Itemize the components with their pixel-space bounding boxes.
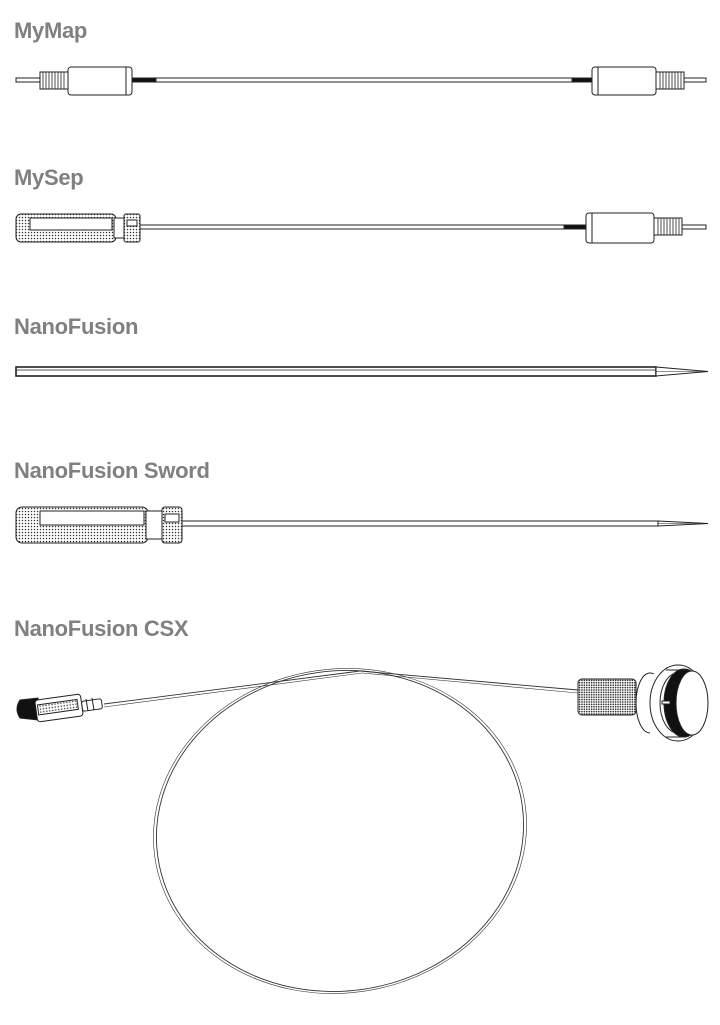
product-nanofusion: NanoFusion xyxy=(0,290,720,440)
mysep-column-illustration xyxy=(15,212,707,244)
product-title: NanoFusion CSX xyxy=(14,616,189,641)
nanofusion-emitter-illustration xyxy=(15,366,709,377)
product-mymap: MyMap xyxy=(0,0,720,140)
product-nanofusion-sword: NanoFusion Sword xyxy=(0,440,720,600)
nanofusion-csx-illustration xyxy=(16,664,709,994)
product-title: MySep xyxy=(14,165,84,190)
product-mysep: MySep xyxy=(0,140,720,290)
product-title: MyMap xyxy=(14,18,88,43)
product-nanofusion-csx: NanoFusion CSX xyxy=(0,600,720,1025)
product-title: NanoFusion Sword xyxy=(14,458,210,483)
product-title: NanoFusion xyxy=(14,314,139,339)
mymap-column-illustration xyxy=(15,66,707,96)
nanofusion-sword-illustration xyxy=(15,506,709,544)
